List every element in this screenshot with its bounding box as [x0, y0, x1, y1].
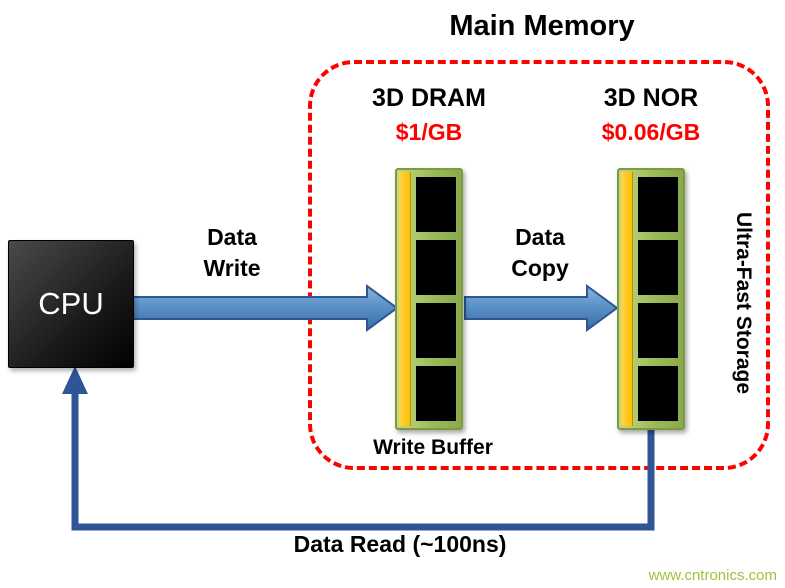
memory-cell — [416, 366, 456, 421]
data-write-label-line1: Data — [207, 224, 257, 250]
nor-cells — [638, 177, 678, 421]
data-read-label: Data Read (~100ns) — [293, 531, 507, 557]
data-write-label-line2: Write — [203, 255, 261, 282]
dram-connector-strip — [399, 172, 411, 426]
data-read-arrowhead — [62, 366, 88, 394]
dram-chip — [395, 168, 463, 430]
dram-price-label: $1/GB — [395, 119, 463, 145]
memory-cell — [416, 240, 456, 295]
memory-cell — [416, 303, 456, 358]
data-copy-label-line1: Data — [515, 224, 565, 250]
memory-cell — [416, 177, 456, 232]
dram-cells — [416, 177, 456, 421]
diagram-title: Main Memory — [449, 10, 635, 42]
write-buffer-caption: Write Buffer — [373, 436, 493, 459]
dram-label: 3D DRAM — [372, 84, 486, 112]
nor-chip — [617, 168, 685, 430]
data-copy-label-line2: Copy — [511, 255, 569, 282]
memory-cell — [638, 303, 678, 358]
nor-connector-strip — [621, 172, 633, 426]
memory-cell — [638, 177, 678, 232]
nor-label: 3D NOR — [603, 84, 699, 112]
cpu-box: CPU — [8, 240, 134, 368]
ultra-fast-storage-caption: Ultra-Fast Storage — [732, 211, 755, 395]
nor-price-label: $0.06/GB — [601, 119, 701, 145]
watermark-text: www.cntronics.com — [648, 567, 777, 584]
data-copy-label: Data Copy — [480, 222, 600, 284]
memory-cell — [638, 240, 678, 295]
data-write-label: Data Write — [172, 222, 292, 284]
memory-cell — [638, 366, 678, 421]
